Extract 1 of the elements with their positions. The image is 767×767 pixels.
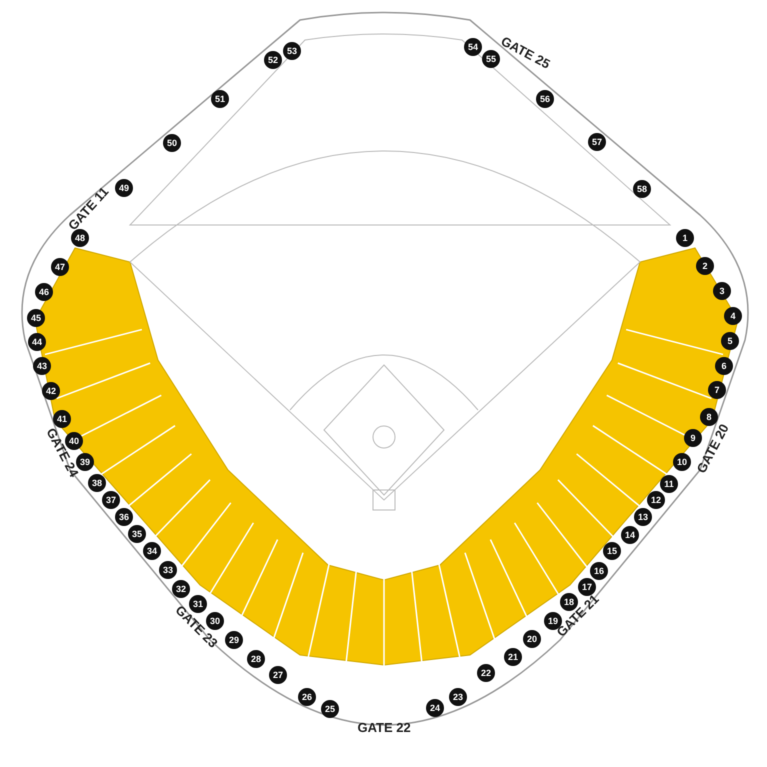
gate-label: GATE 22 <box>358 720 411 734</box>
